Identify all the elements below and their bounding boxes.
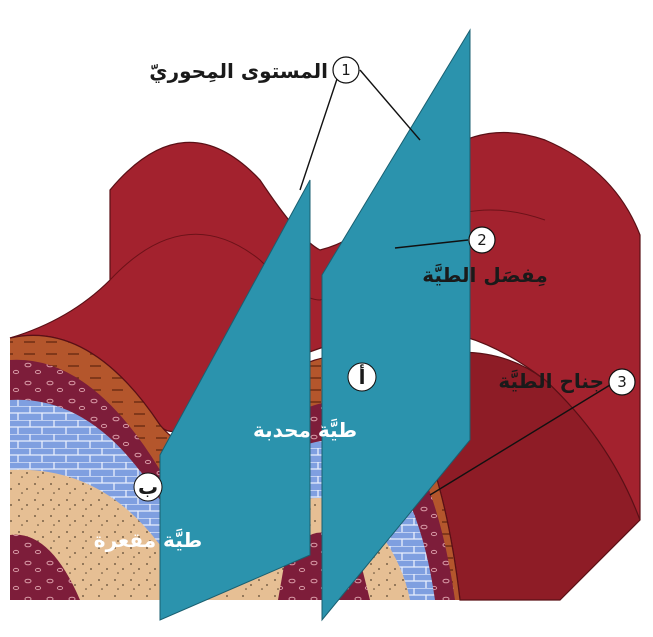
point-a-label: أ xyxy=(359,363,366,389)
axial-plane-label: المستوى المِحوريّ xyxy=(149,59,328,84)
marker-1-number: 1 xyxy=(341,61,351,79)
marker-3-number: 3 xyxy=(617,373,627,391)
fold-hinge-label: مِفصَل الطيَّة xyxy=(422,263,547,287)
marker-2-number: 2 xyxy=(477,231,487,249)
syncline-label: طيَّة مقعرة xyxy=(94,528,202,552)
point-b-label: ب xyxy=(138,475,158,499)
anticline-label: طيَّة محدبة xyxy=(253,418,357,442)
fold-limb-label: جناح الطيَّة xyxy=(498,369,604,393)
